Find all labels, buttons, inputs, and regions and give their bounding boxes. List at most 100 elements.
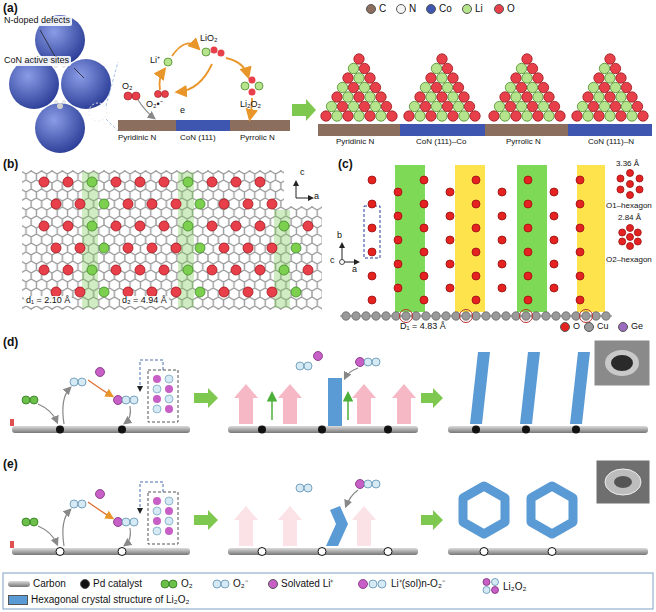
oxygen-atom — [634, 229, 641, 236]
atom — [376, 111, 386, 121]
oxygen-atom — [303, 265, 313, 275]
panel-e-art-part — [38, 526, 57, 544]
atom — [621, 101, 631, 111]
panel-a-art-part — [9, 59, 59, 109]
panel-d-art-part — [278, 384, 302, 424]
oxygen-atom — [550, 212, 558, 220]
legend-sample — [212, 579, 230, 589]
panel-d-art-part — [130, 396, 138, 404]
atom — [354, 54, 364, 64]
panel-a-art-part — [106, 62, 118, 106]
atom — [599, 82, 609, 92]
panel-d-art-part — [165, 395, 173, 403]
atom — [594, 92, 604, 102]
substrate-atom — [532, 312, 540, 320]
substrate-atom — [542, 312, 550, 320]
panel-e-art-part — [480, 548, 488, 556]
panel-d-art-part — [258, 426, 266, 434]
oxygen-atom — [368, 296, 376, 304]
panel-e-art-part — [448, 548, 648, 555]
panel-e-art-part — [605, 469, 641, 495]
atom — [489, 111, 499, 121]
oxygen-atom — [51, 243, 61, 253]
panel-d-art-part — [392, 384, 416, 424]
legend-sample — [482, 578, 500, 594]
substrate-atom — [342, 312, 350, 320]
atom — [370, 101, 380, 111]
substrate-atom — [572, 312, 580, 320]
oxygen-atom — [183, 177, 193, 187]
legend-text: Carbon — [33, 578, 66, 589]
oxygen-atom — [87, 177, 97, 187]
atom — [555, 111, 565, 121]
atom — [448, 73, 458, 83]
oxygen-atom — [159, 265, 169, 275]
oxygen-atom — [267, 287, 277, 297]
legend-sample-part — [492, 579, 499, 586]
oxygen-atom — [524, 248, 532, 256]
oxygen-atom — [87, 221, 97, 231]
site-label: CoN (111) — [180, 134, 216, 143]
oxygen-atom — [472, 176, 480, 184]
legend-item: O₂ — [160, 578, 193, 589]
panel-a-art-part — [230, 120, 290, 131]
atom — [594, 111, 604, 121]
atom — [453, 82, 463, 92]
site-label: Pyridinic N — [336, 138, 374, 147]
atom — [583, 111, 593, 121]
oxygen-atom — [524, 224, 532, 232]
oxygen-atom — [576, 200, 584, 208]
oxygen-atom — [420, 200, 428, 208]
panel-e-art-part — [88, 502, 112, 518]
legend-sample-part — [169, 580, 177, 588]
atom — [638, 111, 648, 121]
oxygen-atom — [576, 296, 584, 304]
oxygen-atom — [63, 265, 73, 275]
panel-e-art-part — [122, 518, 130, 526]
atom — [326, 101, 336, 111]
panel-label: (d) — [3, 336, 18, 349]
atom — [599, 63, 609, 73]
atom — [354, 73, 364, 83]
site-label: Pyridinic N — [118, 134, 156, 143]
oxygen-atom — [171, 287, 181, 297]
panel-e-art-part — [96, 490, 105, 499]
panel-label: (c) — [338, 158, 353, 171]
atom — [453, 101, 463, 111]
panel-d-art-part — [611, 355, 633, 371]
atom — [610, 82, 620, 92]
species-label: e — [180, 106, 185, 116]
atom — [442, 82, 452, 92]
atom — [605, 111, 615, 121]
panel-a-art-part — [568, 124, 652, 136]
panel-a-art-part — [172, 44, 198, 57]
atom — [343, 111, 353, 121]
atom — [343, 73, 353, 83]
atoms — [39, 54, 648, 323]
atom — [359, 101, 369, 111]
oxygen-atom — [63, 177, 73, 187]
atom — [527, 82, 537, 92]
legend-item: O₂⁻ — [212, 578, 248, 589]
atom — [376, 92, 386, 102]
substrate-atom — [582, 312, 590, 320]
substrate-atom — [392, 312, 400, 320]
panel-e-art-part — [70, 500, 78, 508]
oxygen-atom — [420, 224, 428, 232]
panel-c-art-part — [340, 260, 345, 265]
panel-e-art-part — [12, 548, 190, 555]
panel-e-art-part — [352, 506, 376, 546]
legend-item: Li — [462, 3, 483, 14]
legend-text: O — [573, 322, 580, 332]
atom — [442, 63, 452, 73]
atom — [522, 73, 532, 83]
substrate-atom — [482, 312, 490, 320]
panel-d-art-part — [372, 358, 380, 366]
panel-b-art — [22, 166, 322, 310]
oxygen-atom — [636, 186, 643, 193]
oxygen-atom — [39, 265, 49, 275]
panel-d-art-part — [572, 426, 580, 434]
atom — [610, 63, 620, 73]
oxygen-atom — [303, 221, 313, 231]
oxygen-atom — [524, 176, 532, 184]
